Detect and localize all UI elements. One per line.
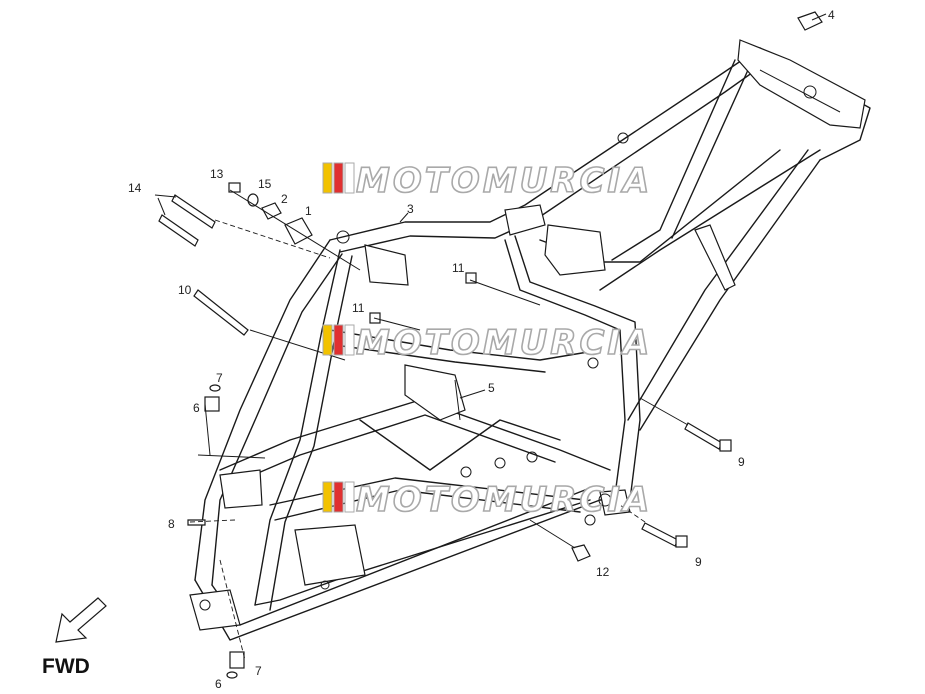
watermark-bottom: MOTOMURCIA [322,479,652,521]
callout-12: 12 [596,565,610,579]
part-9-bolt-upper [684,422,723,450]
callout-13: 13 [210,167,224,181]
callout-9-upper: 9 [738,455,745,469]
callout-15: 15 [258,177,272,191]
callout-2: 2 [281,192,288,206]
watermark-top: MOTOMURCIA [322,160,652,202]
callout-11-lower: 11 [352,301,365,315]
callout-9-lower: 9 [695,555,702,569]
part-10-bolt [193,289,249,336]
part-9-bolt-lower [641,522,679,547]
part-12-nut [571,544,591,562]
watermark-text-middle: MOTOMURCIA [356,323,652,363]
part-7-washer-upper [209,384,221,392]
fwd-indicator: FWD [42,597,107,678]
callout-11-upper: 11 [452,261,465,275]
part-8-screw [187,519,206,526]
callout-3: 3 [407,202,414,216]
part-13-nut [228,182,241,193]
callout-7-upper: 7 [216,371,223,385]
part-6-rubber-lower [229,651,245,669]
fwd-arrow-icon [55,597,107,643]
part-4-cap [797,11,823,31]
callout-4: 4 [828,8,835,22]
callout-7-lower: 7 [255,664,262,678]
callout-10: 10 [178,283,192,297]
part-1-bushing [284,217,313,245]
part-11-nut-upper [465,272,477,284]
callout-14: 14 [128,181,142,195]
callout-6-upper: 6 [193,401,200,415]
callout-1: 1 [305,204,312,218]
part-14-bolt-a [171,194,216,229]
part-9-head-upper [719,439,732,452]
callout-8: 8 [168,517,175,531]
part-6-rubber-upper [204,396,220,412]
loose-parts [158,11,823,679]
part-9-head-lower [675,535,688,548]
callout-labels: 4 13 15 2 1 3 14 10 11 11 5 7 6 8 9 9 12… [128,8,835,691]
watermark-middle: MOTOMURCIA [322,322,652,364]
part-7-washer-lower [226,671,238,679]
watermark-text-bottom: MOTOMURCIA [356,480,652,520]
watermark-text-top: MOTOMURCIA [356,161,652,201]
part-2-sleeve [261,202,282,220]
frame-brackets [189,39,866,631]
part-14-bolt-b [158,214,199,247]
callout-5: 5 [488,381,495,395]
leader-lines [154,13,827,661]
callout-6-lower: 6 [215,677,222,691]
fwd-label: FWD [42,655,90,678]
